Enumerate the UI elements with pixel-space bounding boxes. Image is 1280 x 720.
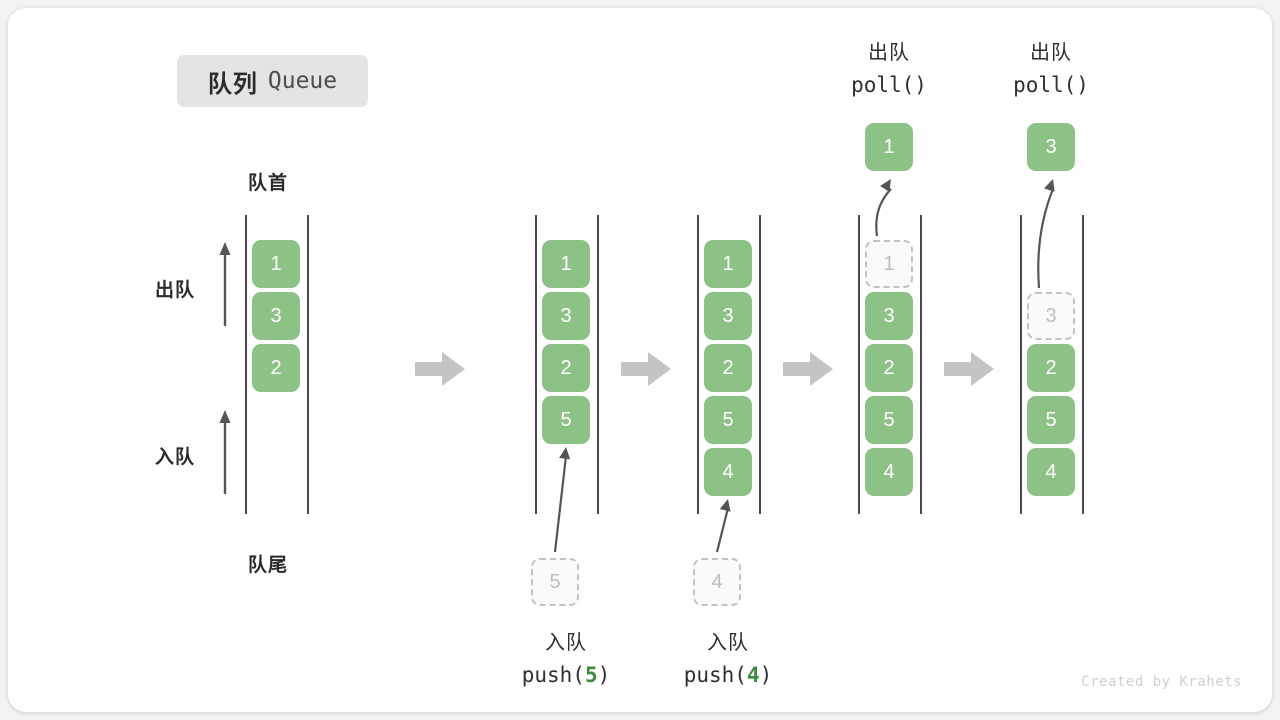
popped-element: 3	[1027, 123, 1075, 171]
step-transition-arrow-icon	[782, 352, 833, 386]
queue-element: 2	[865, 344, 913, 392]
queue-element: 5	[1027, 396, 1075, 444]
queue-element: 2	[704, 344, 752, 392]
step-transition-arrow-icon	[944, 352, 994, 386]
step-caption-dequeue: 出队 poll()	[779, 38, 999, 102]
queue-rail-left	[697, 215, 699, 514]
caption-chinese: 出队	[868, 42, 910, 64]
queue-rail-left	[535, 215, 537, 514]
queue-element: 4	[704, 448, 752, 496]
queue-element: 1	[542, 240, 590, 288]
queue-element: 4	[865, 448, 913, 496]
caption-code: poll()	[851, 73, 927, 97]
title-english: Queue	[267, 68, 338, 94]
queue-element: 1	[252, 240, 300, 288]
queue-element: 5	[865, 396, 913, 444]
caption-code-argument: 5	[584, 663, 598, 687]
caption-chinese: 出队	[1030, 42, 1072, 64]
queue-element: 3	[704, 292, 752, 340]
queue-element: 1	[865, 240, 913, 288]
diagram-title-badge: 队列 Queue	[177, 55, 368, 107]
queue-rail-left	[245, 215, 247, 514]
queue-element: 3	[865, 292, 913, 340]
queue-rail-left	[858, 215, 860, 514]
queue-element: 5	[704, 396, 752, 444]
caption-chinese: 入队	[707, 632, 749, 654]
incoming-element-ghost: 5	[531, 558, 579, 606]
queue-rail-right	[597, 215, 599, 514]
caption-chinese: 入队	[545, 632, 587, 654]
dequeue-direction-label: 出队	[155, 280, 196, 301]
step-caption-enqueue: 入队 push(5)	[456, 628, 676, 692]
queue-element: 1	[704, 240, 752, 288]
queue-rail-right	[1082, 215, 1084, 514]
queue-rail-right	[307, 215, 309, 514]
popped-element: 1	[865, 123, 913, 171]
queue-rail-right	[920, 215, 922, 514]
queue-tail-label: 队尾	[248, 555, 289, 576]
queue-element: 3	[252, 292, 300, 340]
caption-code: push(4)	[683, 663, 773, 687]
queue-element: 5	[542, 396, 590, 444]
queue-element: 2	[1027, 344, 1075, 392]
caption-code: push(5)	[521, 663, 611, 687]
dequeue-direction-arrow-icon	[219, 242, 231, 326]
incoming-element-ghost: 4	[693, 558, 741, 606]
step-transition-arrow-icon	[621, 352, 671, 386]
step-caption-enqueue: 入队 push(4)	[618, 628, 838, 692]
enqueue-direction-arrow-icon	[219, 410, 231, 494]
enqueue-direction-label: 入队	[155, 447, 196, 468]
queue-rail-left	[1020, 215, 1022, 514]
queue-element: 3	[542, 292, 590, 340]
title-chinese: 队列	[207, 70, 258, 98]
step-caption-dequeue: 出队 poll()	[941, 38, 1161, 102]
queue-head-label: 队首	[248, 173, 289, 194]
queue-element: 2	[542, 344, 590, 392]
queue-rail-right	[759, 215, 761, 514]
caption-code: poll()	[1013, 73, 1089, 97]
queue-element: 2	[252, 344, 300, 392]
queue-element: 4	[1027, 448, 1075, 496]
caption-code-argument: 4	[746, 663, 760, 687]
queue-element: 3	[1027, 292, 1075, 340]
step-transition-arrow-icon	[415, 352, 465, 386]
footer-credit: Created by Krahets	[1081, 674, 1242, 690]
